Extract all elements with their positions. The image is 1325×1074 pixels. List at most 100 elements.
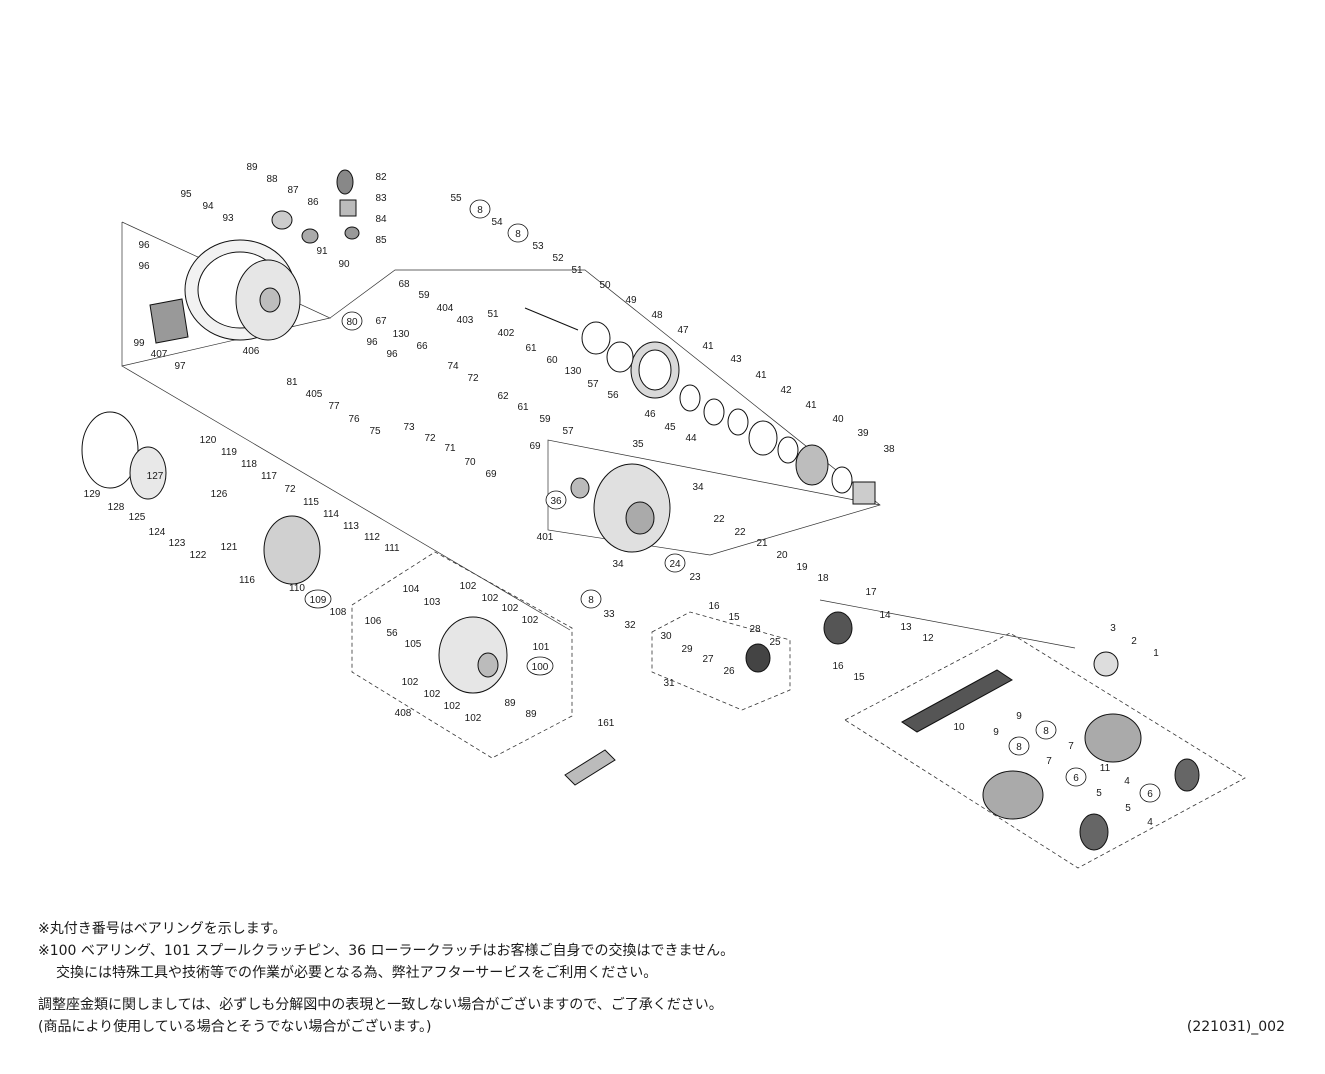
side-plate-assembly	[81, 411, 853, 786]
part-number-label: 7	[1046, 756, 1052, 767]
part-number-label: 161	[598, 718, 615, 729]
part-number-label: 24	[669, 559, 681, 570]
part-number-label: 43	[730, 354, 742, 365]
part-number-label: 36	[550, 496, 562, 507]
part-number-label: 407	[151, 349, 168, 360]
part-number-label: 70	[464, 457, 476, 468]
part-number-label: 22	[734, 527, 746, 538]
reel-body-assembly	[149, 169, 360, 344]
part-number-label: 122	[190, 550, 207, 561]
part-number-label: 130	[565, 366, 582, 377]
part-number-label: 35	[632, 439, 644, 450]
bearing-marker-circle	[1139, 783, 1161, 803]
part-number-label: 96	[386, 349, 398, 360]
part-number-label: 86	[307, 197, 319, 208]
sub-assembly-boxes	[351, 551, 1246, 869]
part-number-label: 55	[450, 193, 462, 204]
part-number-label: 69	[485, 469, 497, 480]
part-number-label: 59	[539, 414, 551, 425]
part-number-label: 121	[221, 542, 238, 553]
part-number-label: 5	[1096, 788, 1102, 799]
bearing-marker-circle	[507, 223, 529, 243]
part-number-label: 72	[284, 484, 296, 495]
part-number-label: 100	[532, 662, 549, 673]
part-number-label: 102	[402, 677, 419, 688]
part-number-label: 42	[780, 385, 792, 396]
part-number-label: 401	[537, 532, 554, 543]
part-number-label: 102	[482, 593, 499, 604]
part-number-label: 30	[660, 631, 672, 642]
part-number-label: 76	[348, 414, 360, 425]
part-number-label: 96	[138, 261, 150, 272]
part-number-label: 6	[1147, 789, 1153, 800]
part-number-label: 62	[497, 391, 509, 402]
part-number-label: 59	[418, 290, 430, 301]
part-number-label: 15	[853, 672, 865, 683]
part-number-label: 405	[306, 389, 323, 400]
part-number-label: 45	[664, 422, 676, 433]
part-number-label: 15	[728, 612, 740, 623]
part-number-label: 114	[323, 509, 339, 520]
part-number-label: 51	[487, 309, 499, 320]
part-number-label: 119	[221, 447, 237, 458]
part-number-label: 38	[883, 444, 895, 455]
part-number-label: 99	[133, 338, 145, 349]
part-number-label: 61	[525, 343, 537, 354]
drive-gear-assembly	[524, 307, 876, 505]
part-number-label: 3	[1110, 623, 1116, 634]
part-number-label: 130	[393, 329, 410, 340]
part-number-label: 126	[211, 489, 228, 500]
part-number-label: 102	[502, 603, 519, 614]
bearing-marker-circle	[469, 199, 491, 219]
part-number-label: 31	[663, 678, 675, 689]
part-number-label: 125	[129, 512, 146, 523]
part-number-label: 4	[1147, 817, 1153, 828]
part-number-label: 56	[607, 390, 619, 401]
part-number-label: 57	[587, 379, 599, 390]
part-number-label: 9	[1016, 711, 1022, 722]
part-number-label: 28	[749, 624, 761, 635]
part-number-label: 109	[310, 595, 327, 606]
part-number-label: 102	[522, 615, 539, 626]
part-number-label: 74	[447, 361, 459, 372]
part-number-label: 128	[108, 502, 125, 513]
part-number-label: 73	[403, 422, 415, 433]
part-number-label: 105	[405, 639, 422, 650]
part-number-label: 4	[1124, 776, 1130, 787]
part-number-label: 72	[467, 373, 479, 384]
part-number-label: 89	[246, 162, 258, 173]
part-number-label: 127	[147, 471, 164, 482]
part-number-label: 32	[624, 620, 636, 631]
part-number-label: 25	[769, 637, 781, 648]
part-number-label: 408	[395, 708, 412, 719]
note-product-variation: (商品により使用している場合とそうでない場合がございます。)	[38, 1019, 432, 1035]
part-number-label: 6	[1073, 773, 1079, 784]
part-number-label: 21	[756, 538, 768, 549]
part-number-label: 8	[588, 595, 594, 606]
note-bearing-marker: ※丸付き番号はベアリングを示します。	[38, 921, 287, 937]
part-number-label: 56	[386, 628, 398, 639]
part-number-label: 110	[289, 583, 305, 594]
part-number-label: 22	[713, 514, 725, 525]
note-non-replaceable-parts: ※100 ベアリング、101 スプールクラッチピン、36 ローラークラッチはお客…	[38, 943, 735, 959]
part-number-label: 10	[953, 722, 965, 733]
part-number-label: 403	[457, 315, 474, 326]
part-number-label: 50	[599, 280, 611, 291]
part-number-label: 69	[529, 441, 541, 452]
part-number-label: 93	[222, 213, 234, 224]
part-number-label: 40	[832, 414, 844, 425]
part-number-label: 80	[346, 317, 358, 328]
part-number-label: 54	[491, 217, 503, 228]
part-number-label: 19	[796, 562, 808, 573]
part-number-label: 87	[287, 185, 299, 196]
part-number-label: 82	[375, 172, 387, 183]
part-number-label: 108	[330, 607, 347, 618]
part-number-label: 68	[398, 279, 410, 290]
part-number-label: 34	[692, 482, 704, 493]
part-number-label: 111	[384, 543, 400, 554]
bearing-marker-circle	[304, 589, 332, 609]
part-number-label: 47	[677, 325, 689, 336]
part-number-label: 96	[138, 240, 150, 251]
part-number-label: 123	[169, 538, 186, 549]
part-number-label: 57	[562, 426, 574, 437]
